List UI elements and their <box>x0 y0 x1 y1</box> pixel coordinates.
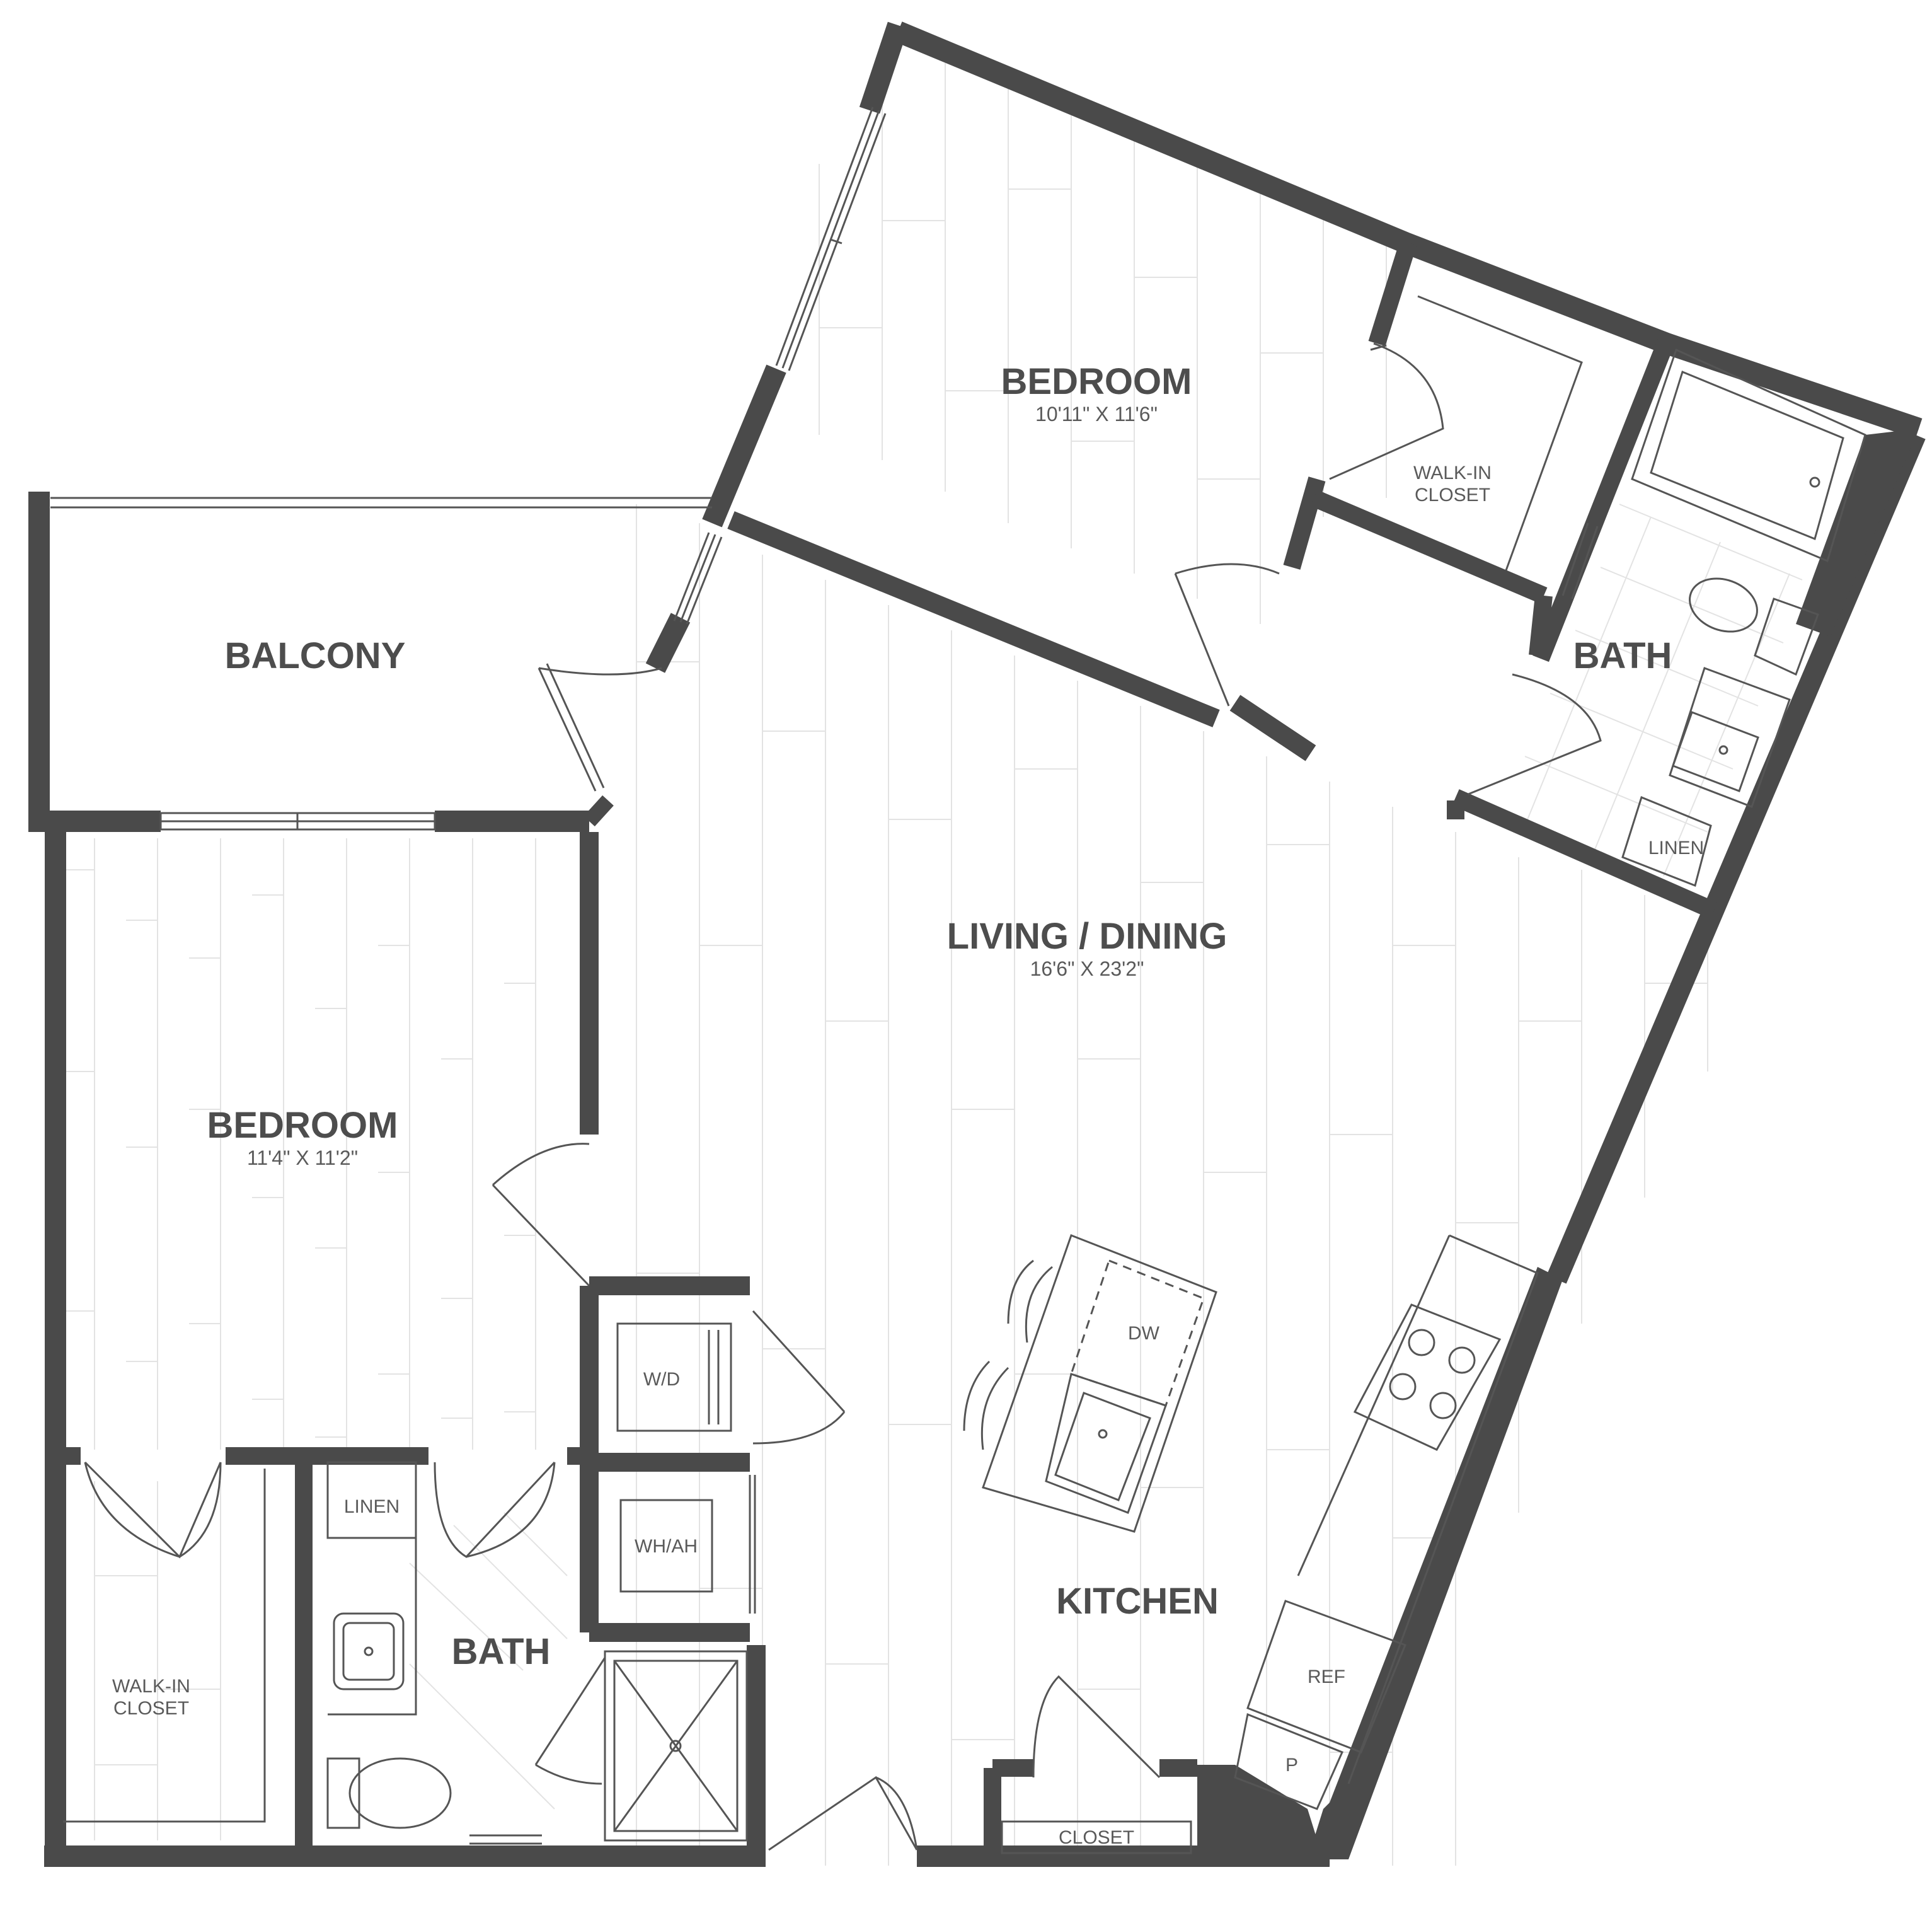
label-closet: CLOSET <box>1059 1827 1134 1848</box>
wall-upper-bath-west <box>1529 337 1676 662</box>
wall-utility-block <box>580 1276 750 1642</box>
sink-lower <box>333 1612 405 1690</box>
label-whah: WH/AH <box>635 1536 698 1557</box>
windows <box>50 107 887 831</box>
kitchen-island <box>982 1234 1217 1533</box>
shelf-upper-closet <box>1417 295 1583 571</box>
stool-2 <box>963 1360 1009 1450</box>
linen-upper-cabinet <box>1621 795 1712 887</box>
wall-upper-bedroom-south <box>727 511 1316 761</box>
wall-upper-closet-south <box>1310 490 1548 604</box>
label-kitchen: KITCHEN <box>1056 1581 1219 1622</box>
wall-upper-nw-a <box>859 21 909 114</box>
walls <box>28 21 1926 1867</box>
shelf-kitchen-closet <box>1001 1820 1192 1854</box>
floor-texture <box>63 63 1803 1866</box>
wall-balcony-corner <box>584 795 614 827</box>
door-kitchen-closet <box>1032 1675 1161 1779</box>
fixtures <box>63 295 1866 1854</box>
kitchen-corner-wall <box>1197 1765 1323 1859</box>
door-shower <box>534 1657 606 1785</box>
label-wd: W/D <box>643 1369 680 1390</box>
dims-upper-bedroom: 10'11" X 11'6" <box>1035 403 1158 425</box>
wall-east-lower-thick <box>1308 1267 1563 1859</box>
label-ref: REF <box>1308 1666 1345 1687</box>
shower <box>604 1650 748 1842</box>
wall-kitchen-closet <box>984 1759 1197 1856</box>
toilet-upper <box>1689 577 1819 676</box>
dims-lower-bedroom: 11'4" X 11'2" <box>247 1146 358 1169</box>
dims-living-dining: 16'6" X 23'2" <box>1030 957 1144 980</box>
label-living-dining: LIVING / DINING <box>947 916 1228 957</box>
refrigerator-body <box>1246 1600 1406 1753</box>
labels: BEDROOM 10'11" X 11'6" WALK-IN CLOSET BA… <box>112 361 1704 1848</box>
towel-bar-upper <box>1561 523 1599 599</box>
range <box>1353 1303 1502 1451</box>
wall-west <box>28 492 66 1866</box>
linen-lower-cabinet <box>326 1461 417 1539</box>
floor-boards-upper-bedroom <box>819 63 1387 624</box>
door-whah <box>749 1475 756 1614</box>
pantry-body <box>1234 1713 1344 1810</box>
wall-east-top-thick <box>1796 429 1919 637</box>
window-upper-bedroom <box>775 107 887 371</box>
label-walkin-upper-2: CLOSET <box>1415 485 1490 505</box>
sink-upper <box>1669 667 1791 808</box>
balcony-railing <box>50 497 712 509</box>
door-wd <box>752 1310 846 1445</box>
label-lower-bath: BATH <box>452 1631 551 1672</box>
label-linen-lower: LINEN <box>344 1496 400 1517</box>
label-dw: DW <box>1128 1323 1160 1344</box>
door-lower-closet <box>84 1461 222 1559</box>
towel-bar-lower <box>469 1834 542 1845</box>
label-balcony: BALCONY <box>225 635 406 676</box>
window-living <box>673 532 723 625</box>
shelf-lower-closet <box>63 1469 266 1823</box>
wall-upper-bath-south <box>1452 789 1718 919</box>
door-upper-bath <box>1468 673 1602 795</box>
wall-upper-nw-c <box>645 613 691 673</box>
bathtub <box>1631 348 1866 563</box>
wall-upper-ne <box>894 21 1923 439</box>
label-walkin-lower-2: CLOSET <box>113 1698 189 1719</box>
wall-upper-closet-west <box>1283 240 1417 570</box>
floor-tiles-upper-bath <box>1524 504 1803 877</box>
kitchen-counter <box>1297 1234 1539 1784</box>
doors <box>84 342 1602 1851</box>
door-lower-bath <box>434 1461 556 1558</box>
label-walkin-upper-1: WALK-IN <box>1413 463 1492 483</box>
label-walkin-lower-1: WALK-IN <box>112 1676 190 1697</box>
window-bedroom-lower <box>159 812 436 831</box>
door-upper-bedroom <box>1174 563 1280 707</box>
toilet-lower <box>326 1757 452 1829</box>
label-upper-bedroom: BEDROOM <box>1001 361 1192 402</box>
floor-boards-lower-left <box>63 838 536 1840</box>
label-linen-upper: LINEN <box>1648 838 1704 858</box>
label-pantry: P <box>1285 1755 1298 1776</box>
wd-unit <box>616 1322 732 1432</box>
whah-unit <box>619 1499 713 1593</box>
door-lower-bedroom <box>492 1143 590 1287</box>
floor-tiles-lower-bath <box>409 1512 568 1810</box>
wall-upper-nw-b <box>702 364 786 528</box>
door-upper-closet <box>1329 342 1444 480</box>
door-balcony <box>538 663 662 792</box>
stool-1 <box>1007 1259 1053 1343</box>
label-lower-bedroom: BEDROOM <box>207 1105 398 1146</box>
door-entry <box>768 1776 918 1851</box>
label-upper-bath: BATH <box>1573 635 1672 676</box>
